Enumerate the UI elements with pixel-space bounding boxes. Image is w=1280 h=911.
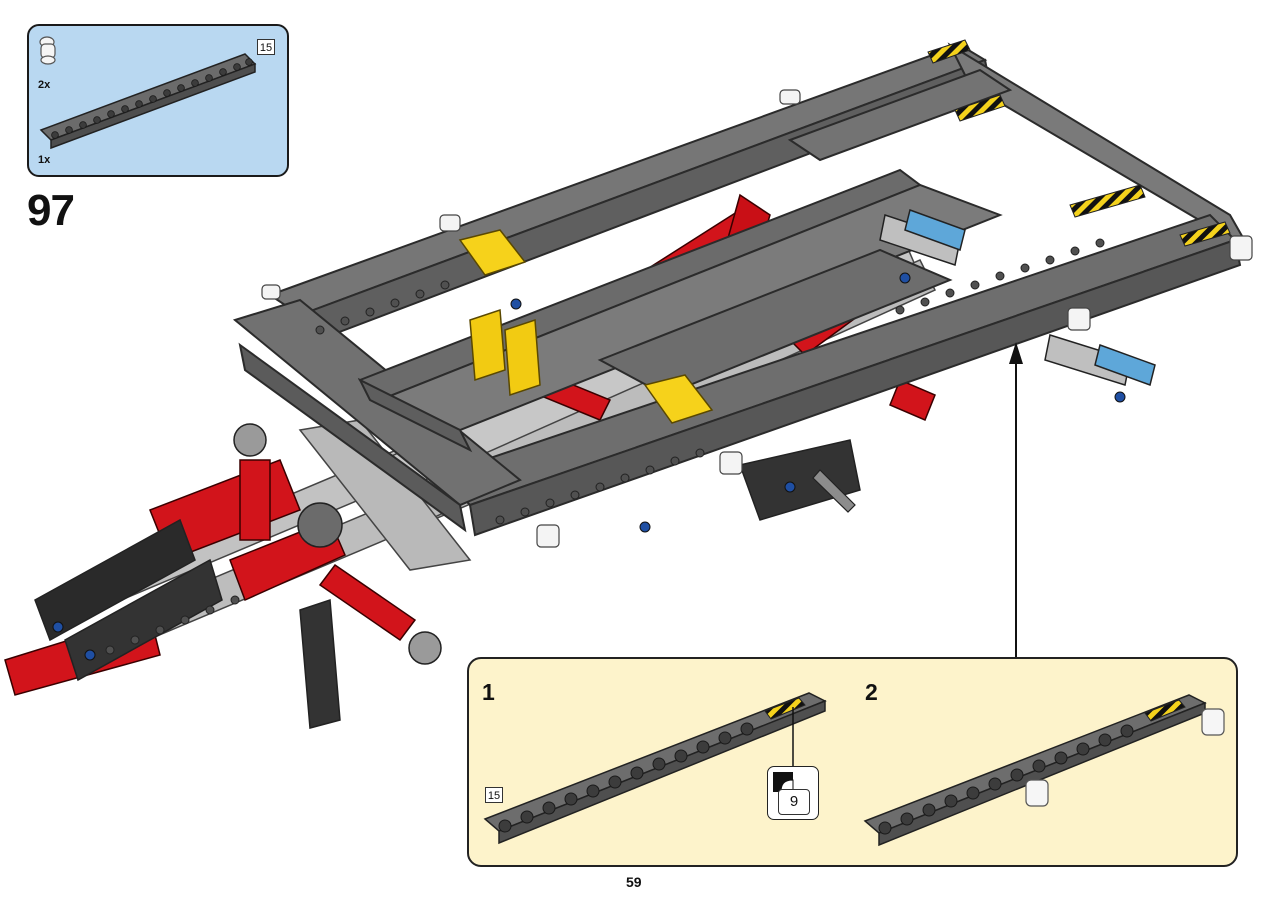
sub-step-1-beam: [483, 692, 827, 845]
peg-quantity: 2x: [38, 79, 51, 91]
sub-step-2-number: 2: [865, 679, 878, 705]
beam-quantity: 1x: [38, 154, 51, 166]
beam-holes: [105, 238, 1105, 655]
white-peg-icon: [1025, 708, 1225, 807]
white-pegs: [261, 89, 1253, 548]
hazard-stickers: [927, 39, 1231, 247]
sub-assembly-illustration: [483, 692, 1225, 847]
white-peg-icon: [39, 36, 56, 65]
page-number: 59: [626, 874, 642, 890]
axle: [812, 469, 856, 513]
parts-illustration: [39, 36, 257, 150]
gears: [233, 423, 442, 665]
sticker-number: 9: [778, 789, 810, 815]
side-pin-blocks: [879, 209, 1156, 386]
hazard-sticker-icon: [764, 697, 806, 720]
yellow-parts: [458, 229, 714, 424]
sub-beam-length-badge: 15: [485, 787, 503, 803]
sub-step-2-beam: [863, 694, 1225, 847]
callout-arrow: [1009, 342, 1023, 657]
beam-length-badge: 15: [257, 39, 275, 55]
grey-beam-icon: [39, 53, 257, 150]
parts-list-box: 2x 1x 15: [27, 24, 289, 177]
sub-step-1-number: 1: [482, 679, 495, 705]
sticker-callout: 9: [767, 766, 819, 820]
dark-beams: [34, 439, 861, 729]
sub-assembly-box: 1 2 15 9: [467, 657, 1238, 867]
blue-pegs: [52, 272, 1126, 661]
step-number: 97: [27, 186, 75, 235]
